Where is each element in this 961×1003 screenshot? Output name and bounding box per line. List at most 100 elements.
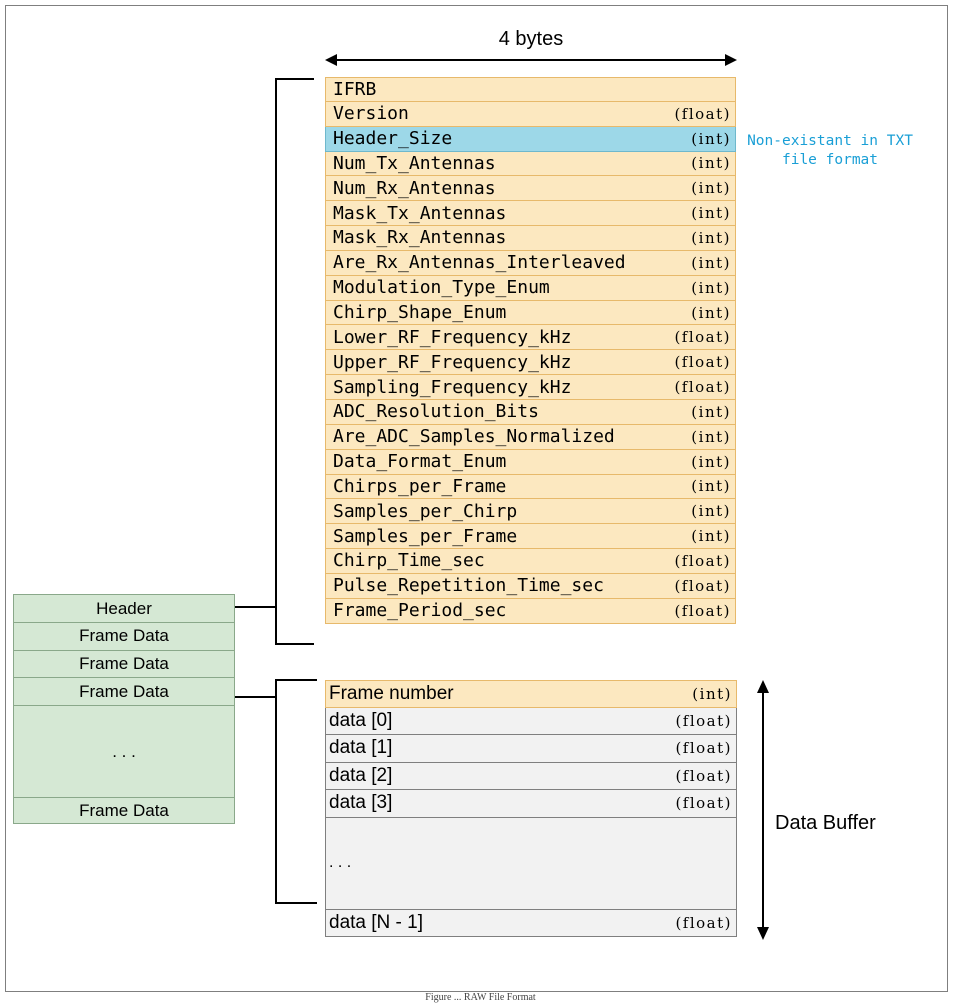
header-field-type: (float) xyxy=(674,328,731,347)
header-field-name: Are_ADC_Samples_Normalized xyxy=(333,426,615,448)
buffer-row: Frame number (int) xyxy=(325,680,737,708)
buffer-field-name: data [1] xyxy=(329,737,393,759)
header-field-type: (int) xyxy=(691,154,731,173)
header-field-name: Pulse_Repetition_Time_sec xyxy=(333,575,604,597)
header-field-name: Data_Format_Enum xyxy=(333,451,507,473)
header-size-note: Non-existant in TXT file format xyxy=(740,132,920,170)
header-field-name: ADC_Resolution_Bits xyxy=(333,401,539,423)
note-line-2: file format xyxy=(781,152,879,168)
header-field-name: Are_Rx_Antennas_Interleaved xyxy=(333,252,626,274)
buffer-row: data [1] (float) xyxy=(325,735,737,763)
header-field-name: Chirps_per_Frame xyxy=(333,475,507,497)
header-field-type: (int) xyxy=(691,228,731,247)
header-field-row: Chirp_Time_sec (float) xyxy=(325,549,736,574)
file-block-ellipsis: . . . xyxy=(14,706,234,798)
buffer-field-name: data [0] xyxy=(329,709,393,731)
header-field-row: Are_Rx_Antennas_Interleaved (int) xyxy=(325,250,736,276)
header-field-row: Are_ADC_Samples_Normalized (int) xyxy=(325,424,736,450)
header-field-row: Upper_RF_Frequency_kHz(float) xyxy=(325,350,736,376)
buffer-row: data [2] (float) xyxy=(325,762,737,790)
header-field-name: Lower_RF_Frequency_kHz xyxy=(333,326,572,348)
header-field-row: Chirps_per_Frame (int) xyxy=(325,474,736,500)
header-field-type: (int) xyxy=(691,477,731,496)
buffer-ellipsis: . . . xyxy=(329,854,352,871)
buffer-field-type: (float) xyxy=(675,739,732,758)
header-field-name: Mask_Rx_Antennas xyxy=(333,227,507,249)
header-field-row: Frame_Period_sec (float) xyxy=(325,598,736,624)
header-field-name: Header_Size xyxy=(333,128,453,150)
header-field-row: IFRB xyxy=(325,77,736,102)
buffer-field-type: (int) xyxy=(692,684,732,703)
header-field-row: Pulse_Repetition_Time_sec (float) xyxy=(325,573,736,599)
header-field-type: (float) xyxy=(674,551,731,570)
header-field-type: (int) xyxy=(691,179,731,198)
header-field-row: Samples_per_Frame (int) xyxy=(325,524,736,550)
buffer-row-last: data [N - 1] (float) xyxy=(325,909,737,937)
width-double-arrow xyxy=(325,54,737,66)
header-field-row: Modulation_Type_Enum (int) xyxy=(325,275,736,301)
buffer-field-type: (float) xyxy=(675,711,732,730)
buffer-field-type: (float) xyxy=(675,794,732,813)
figure-caption: Figure ... RAW File Format xyxy=(425,992,536,1003)
header-field-name: Modulation_Type_Enum xyxy=(333,277,550,299)
header-field-name: Version xyxy=(333,103,409,125)
header-field-row: Mask_Rx_Antennas (int) xyxy=(325,226,736,251)
header-field-row: Num_Tx_Antennas(int) xyxy=(325,151,736,177)
header-field-type: (float) xyxy=(674,104,731,123)
header-field-name: Frame_Period_sec xyxy=(333,600,507,622)
header-field-type: (int) xyxy=(691,204,731,223)
buffer-row: data [0] (float) xyxy=(325,707,737,735)
header-field-name: Chirp_Shape_Enum xyxy=(333,302,507,324)
buffer-height-arrow xyxy=(757,680,769,940)
header-field-type: (float) xyxy=(674,576,731,595)
header-field-name: Num_Rx_Antennas xyxy=(333,177,496,199)
file-block-frame: Frame Data xyxy=(79,801,169,820)
file-block-frame: Frame Data xyxy=(14,678,234,706)
buffer-field-name: data [N - 1] xyxy=(329,911,423,933)
buffer-field-name: Frame number xyxy=(329,682,454,704)
frame-connector xyxy=(235,696,275,698)
header-field-type: (int) xyxy=(691,278,731,297)
header-field-row: Sampling_Frequency_kHz (float) xyxy=(325,375,736,400)
header-field-row: Data_Format_Enum (int) xyxy=(325,449,736,475)
file-block-frame: Frame Data xyxy=(14,651,234,678)
header-field-name: Mask_Tx_Antennas xyxy=(333,202,507,224)
header-field-type: (float) xyxy=(674,378,731,397)
note-line-1: Non-existant in TXT xyxy=(747,133,913,149)
header-connector xyxy=(235,606,275,608)
header-bracket xyxy=(275,78,314,645)
frame-bracket xyxy=(275,679,317,904)
header-field-type: (float) xyxy=(674,353,731,372)
data-buffer-table: Frame number (int) data [0] (float) data… xyxy=(325,680,737,937)
buffer-label: Data Buffer xyxy=(775,812,876,834)
header-field-name: IFRB xyxy=(333,78,377,100)
header-field-row: Mask_Tx_Antennas (int) xyxy=(325,201,736,227)
file-block-header: Header xyxy=(14,595,234,623)
header-field-type: (float) xyxy=(674,601,731,620)
header-field-type: (int) xyxy=(691,452,731,471)
buffer-field-name: data [2] xyxy=(329,764,393,786)
header-field-name: Samples_per_Frame xyxy=(333,525,518,547)
file-structure: Header Frame Data Frame Data Frame Data … xyxy=(13,594,235,824)
header-field-type: (int) xyxy=(691,253,731,272)
buffer-field-name: data [3] xyxy=(329,792,393,814)
header-field-type: (int) xyxy=(691,527,731,546)
header-field-name: Sampling_Frequency_kHz xyxy=(333,376,572,398)
header-field-type: (int) xyxy=(691,427,731,446)
header-field-name: Samples_per_Chirp xyxy=(333,500,518,522)
buffer-ellipsis-row: . . . xyxy=(325,817,737,910)
header-field-name: Chirp_Time_sec xyxy=(333,550,485,572)
figure-frame xyxy=(5,5,948,992)
buffer-field-type: (float) xyxy=(675,913,732,932)
buffer-row: data [3] (float) xyxy=(325,790,737,818)
header-field-type: (int) xyxy=(691,402,731,421)
header-field-row: ADC_Resolution_Bits (int) xyxy=(325,399,736,425)
header-field-row: Num_Rx_Antennas (int) xyxy=(325,176,736,202)
header-field-row: Samples_per_Chirp(int) xyxy=(325,499,736,525)
header-field-row: Chirp_Shape_Enum(int) xyxy=(325,300,736,326)
buffer-field-type: (float) xyxy=(675,766,732,785)
header-field-row: Lower_RF_Frequency_kHz (float) xyxy=(325,325,736,351)
file-block-frame: Frame Data xyxy=(14,623,234,651)
width-label: 4 bytes xyxy=(498,28,564,50)
